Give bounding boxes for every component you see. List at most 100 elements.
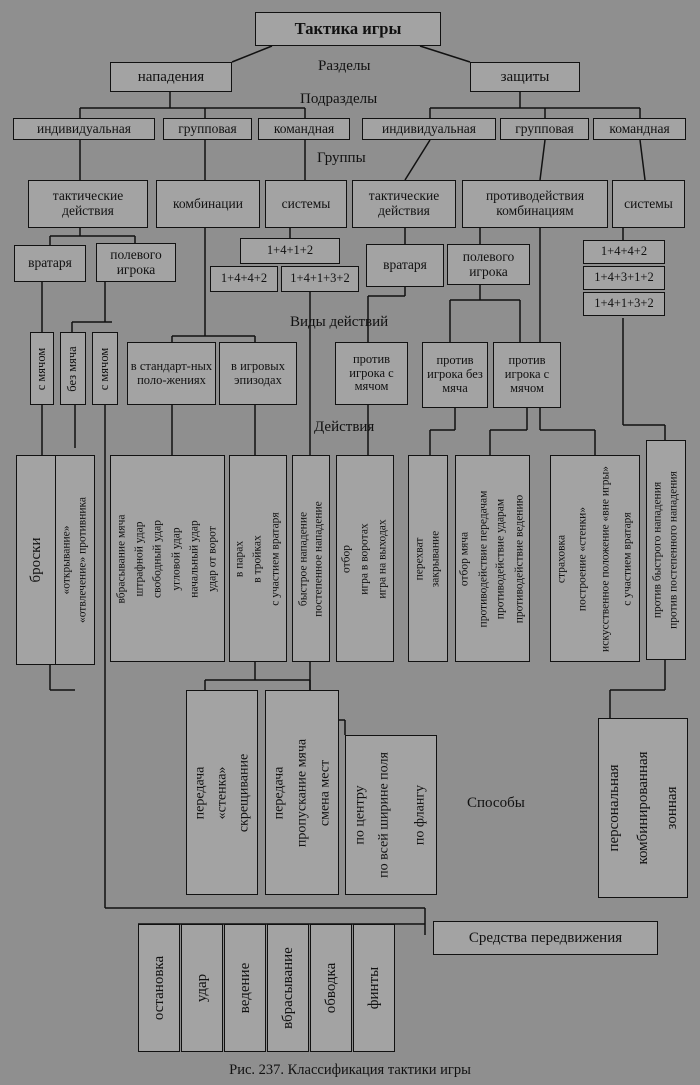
subsection-defense-individual: индивидуальная (362, 118, 496, 140)
action-label: начальный удар (188, 519, 201, 598)
subsection-defense-group: групповая (500, 118, 589, 140)
def-system-2: 1+4+3+1+2 (583, 266, 665, 290)
action-label: отбор мяча (459, 531, 472, 586)
movement-beat: обводка (310, 924, 352, 1052)
att-field-player: полевого игрока (96, 243, 176, 282)
subsection-attack-group: групповая (163, 118, 252, 140)
action-label: «открывание» (61, 525, 74, 595)
action-label: отбор (340, 544, 353, 573)
subsection-defense-team: командная (593, 118, 686, 140)
action-label: броски (27, 537, 44, 583)
movement-item-label: остановка (150, 955, 167, 1021)
movement-feints: финты (353, 924, 395, 1052)
movement-item-label: удар (193, 973, 210, 1003)
action-label: противодействие ведению (513, 494, 526, 623)
action-standard: вбрасывание мяча штрафной удар свободный… (110, 455, 225, 662)
def-kind-against-with-ball: против игрока с мячом (493, 342, 561, 408)
methods-triples: передача пропускание мяча смена мест (265, 690, 339, 895)
def-kind-against-with-ball-goalie: против игрока с мячом (335, 342, 408, 405)
action-goalie-defense: отбор игра в воротах игра на выходах (336, 455, 394, 662)
action-label: свободный удар (152, 519, 165, 598)
action-label: закрывание (430, 530, 443, 587)
group-def-systems: системы (612, 180, 685, 228)
movement-item-label: вбрасывание (279, 947, 296, 1029)
methods-directions: по центру по всей ширине поля по флангу (345, 735, 437, 895)
method-label: комбинированная (634, 751, 651, 865)
method-label: смена мест (317, 759, 333, 826)
action-field-with-ball: отбор мяча противодействие передачам про… (455, 455, 530, 662)
att-kind-goalie-with-ball: с мячом (30, 332, 54, 405)
movement-item-label: обводка (322, 962, 339, 1014)
action-label: штрафной удар (134, 521, 147, 596)
subsection-attack-individual: индивидуальная (13, 118, 155, 140)
method-label: «стенка» (214, 766, 230, 819)
root-title: Тактика игры (255, 12, 441, 46)
method-label: по флангу (412, 784, 428, 846)
action-label: вбрасывание мяча (115, 514, 128, 603)
action-counter: страховка построение «стенки» искусствен… (550, 455, 640, 662)
action-label: противодействие ударам (494, 498, 507, 619)
action-against: против быстрого нападения против постепе… (646, 440, 686, 660)
combination-episodes: в игровых эпизодах (219, 342, 297, 405)
action-label: с участием вратаря (270, 511, 283, 606)
action-label: удар от ворот (206, 525, 219, 592)
action-label: игра в воротах (358, 522, 371, 595)
method-label: передача (271, 766, 287, 819)
att-system-3: 1+4+1+3+2 (281, 266, 359, 292)
figure-caption: Рис. 237. Классификация тактики игры (229, 1062, 471, 1078)
att-kind-label: с мячом (34, 347, 49, 390)
action-label: страховка (556, 534, 569, 583)
level-methods: Способы (467, 795, 525, 811)
def-system-3: 1+4+1+3+2 (583, 292, 665, 316)
action-label: в тройках (251, 534, 264, 583)
subsection-attack-team: командная (258, 118, 350, 140)
method-label: персональная (605, 764, 622, 852)
level-sections: Разделы (318, 58, 371, 74)
movement-stop: остановка (138, 924, 180, 1052)
group-att-tactical: тактические действия (28, 180, 148, 228)
group-def-tactical: тактические действия (352, 180, 456, 228)
action-label: быстрое нападение (297, 511, 310, 606)
methods-defense: персональная комбинированная зонная (598, 718, 688, 898)
section-defense: защиты (470, 62, 580, 92)
level-groups: Группы (317, 150, 366, 166)
movement-label: Средства передвижения (433, 921, 658, 955)
def-field-player: полевого игрока (447, 244, 530, 285)
action-label: перехват (414, 537, 427, 580)
att-goalie: вратаря (14, 245, 86, 282)
method-label: передача (191, 766, 207, 819)
movement-kick: удар (181, 924, 223, 1052)
action-label: против быстрого нападения (652, 481, 665, 619)
action-label: «отвлечение» противника (77, 496, 90, 624)
action-episodes: в парах в тройках с участием вратаря (229, 455, 287, 662)
method-label: зонная (663, 786, 680, 830)
action-label: против постепенного нападения (668, 471, 681, 629)
action-label: постепенное нападение (312, 500, 325, 617)
action-label: противодействие передачам (477, 490, 490, 627)
method-label: по центру (351, 785, 367, 845)
def-goalie: вратаря (366, 244, 444, 287)
action-label: игра на выходах (377, 518, 390, 599)
action-label: в парах (233, 540, 246, 577)
movement-throw-in: вбрасывание (267, 924, 309, 1052)
action-attack-types: быстрое нападение постепенное нападение (292, 455, 330, 662)
group-att-systems: системы (265, 180, 347, 228)
level-action-types: Виды действий (290, 314, 389, 330)
method-label: по всей ширине поля (376, 752, 392, 878)
movement-item-label: ведение (236, 962, 253, 1014)
action-throws: броски (16, 455, 56, 665)
action-field-no-ball: перехват закрывание (408, 455, 448, 662)
movement-item-label: финты (365, 966, 382, 1010)
level-subsections: Подразделы (300, 91, 378, 107)
att-kind-label: без мяча (65, 345, 80, 392)
action-label: искусственное положение «вне игры» (599, 465, 612, 652)
action-label: угловой удар (170, 526, 183, 591)
method-label: пропускание мяча (294, 738, 310, 847)
section-attack: нападения (110, 62, 232, 92)
combination-standard: в стандарт-ных поло-жениях (127, 342, 216, 405)
group-att-combinations: комбинации (156, 180, 260, 228)
def-kind-against-without-ball: против игрока без мяча (422, 342, 488, 408)
def-system-1: 1+4+4+2 (583, 240, 665, 264)
method-label: скрещивание (236, 753, 252, 832)
methods-pairs: передача «стенка» скрещивание (186, 690, 258, 895)
